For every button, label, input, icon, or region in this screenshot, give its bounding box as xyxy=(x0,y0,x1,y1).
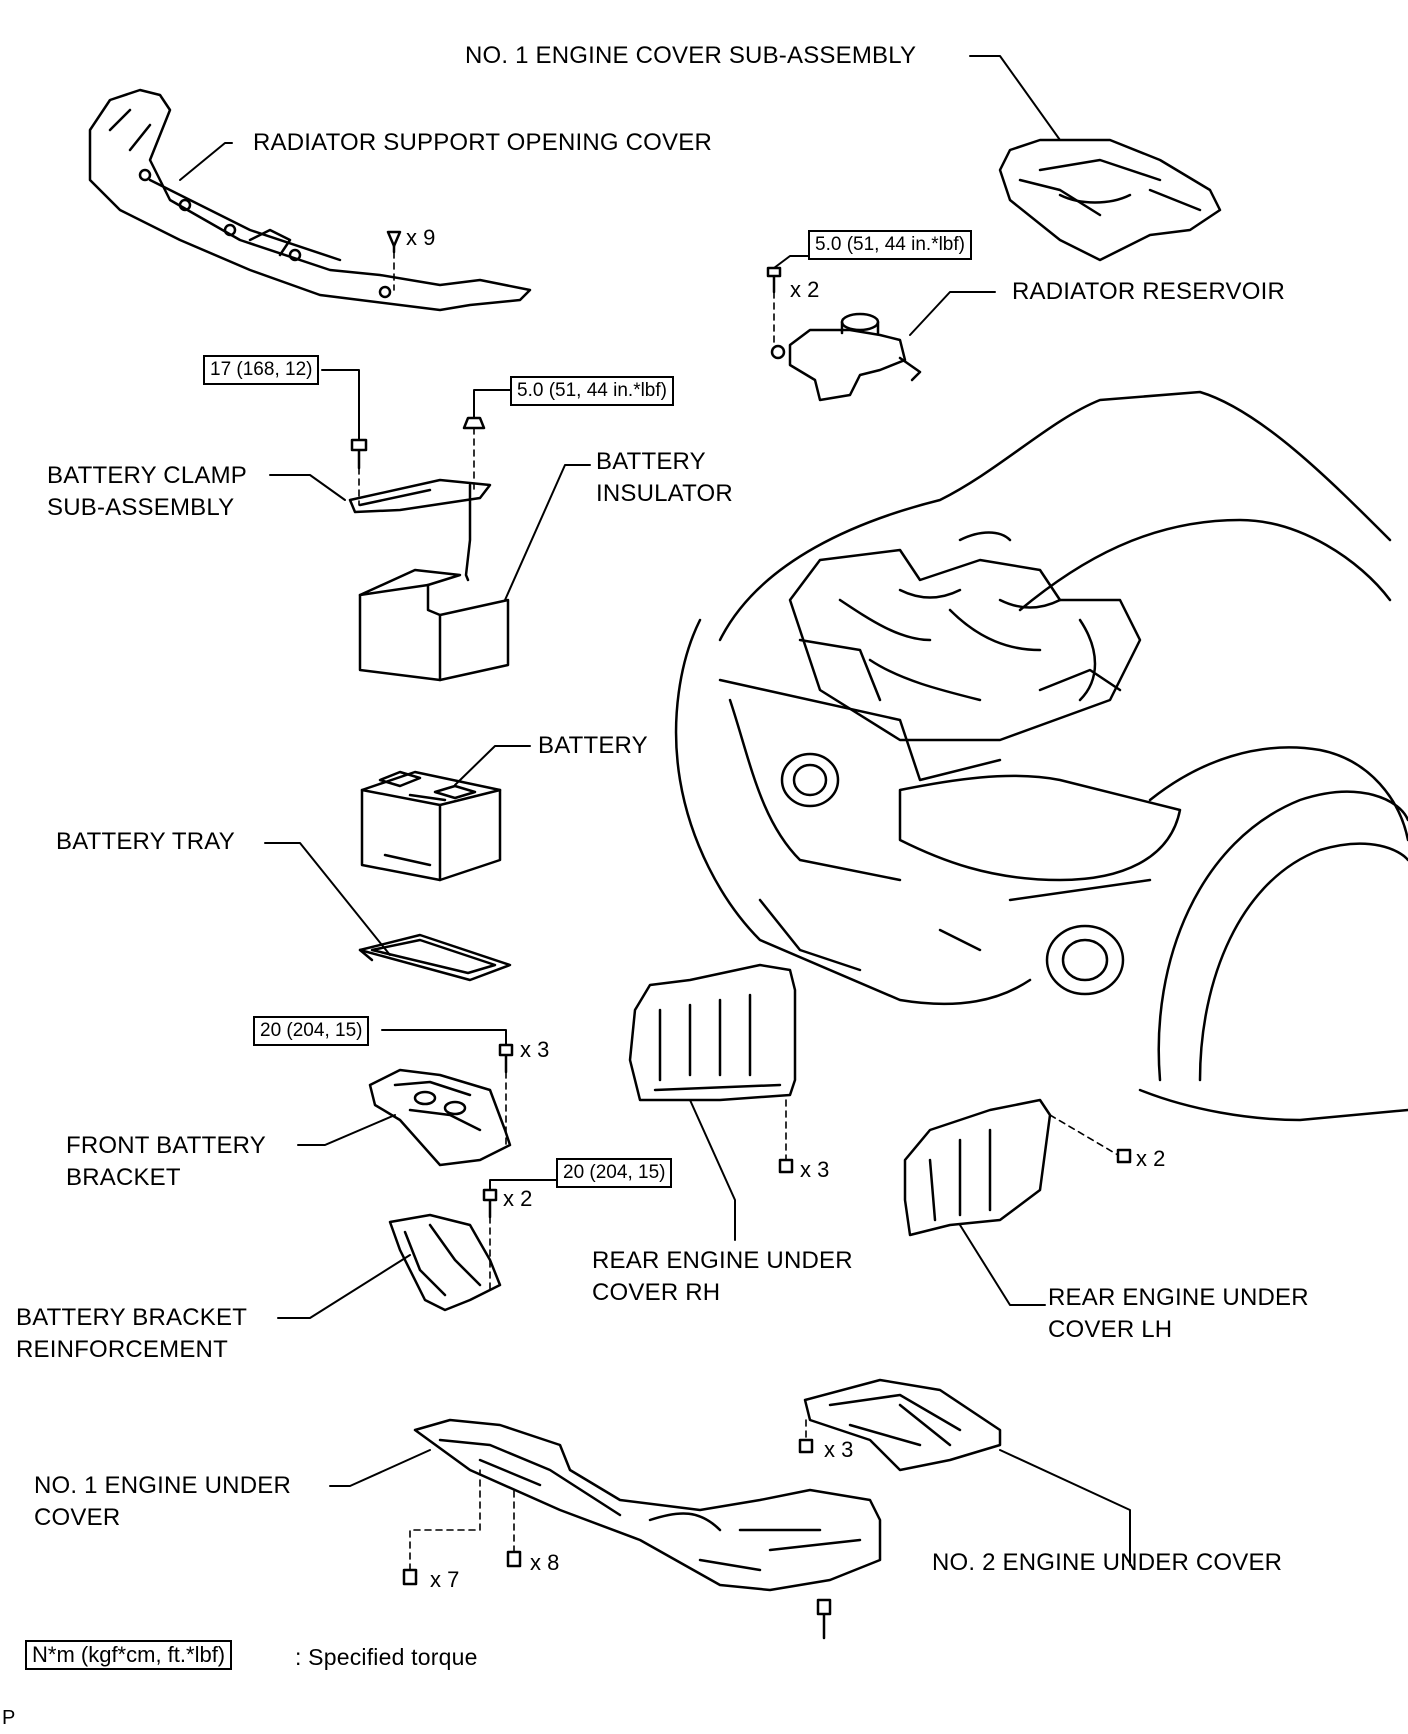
qty-rear-lh-bolts: x 2 xyxy=(1136,1146,1166,1171)
qty-no2-under-bolts: x 3 xyxy=(824,1437,854,1462)
bolt-icon xyxy=(816,1598,832,1640)
bolt-icon xyxy=(766,266,782,294)
label-rear-engine-under-cover-rh: REAR ENGINE UNDER COVER RH xyxy=(592,1247,853,1306)
rear-engine-under-cover-rh-part xyxy=(628,963,797,1102)
radiator-reservoir-part xyxy=(770,312,922,402)
legend-text: : Specified torque xyxy=(295,1644,478,1670)
label-no1-engine-under-cover: NO. 1 ENGINE UNDER COVER xyxy=(34,1472,291,1531)
torque-box-reinforcement: 20 (204, 15) xyxy=(556,1158,673,1188)
torque-box-front-bracket: 20 (204, 15) xyxy=(253,1016,370,1046)
label-rear-engine-under-cover-lh: REAR ENGINE UNDER COVER LH xyxy=(1048,1284,1309,1343)
qty-radiator-cover-clips: x 9 xyxy=(406,225,436,250)
qty-no1-under-bolts-b: x 8 xyxy=(530,1550,560,1575)
label-no1-engine-cover: NO. 1 ENGINE COVER SUB-ASSEMBLY xyxy=(465,42,917,69)
bolt-icon xyxy=(1116,1148,1132,1164)
label-radiator-reservoir: RADIATOR RESERVOIR xyxy=(1012,278,1285,305)
bolt-icon xyxy=(350,438,368,470)
vehicle-front-illustration xyxy=(674,390,1408,1122)
nut-icon xyxy=(462,416,486,430)
install-dashed-lines xyxy=(358,251,1119,1571)
qty-no1-under-bolts-a: x 7 xyxy=(430,1567,460,1592)
fastener-icons xyxy=(350,230,1132,1640)
battery-bracket-reinforcement-part xyxy=(388,1213,502,1312)
label-front-battery-bracket: FRONT BATTERY BRACKET xyxy=(66,1132,266,1191)
leader-lines xyxy=(179,55,1131,1566)
engine-cover-part xyxy=(998,138,1222,262)
battery-clamp-part xyxy=(348,478,492,582)
no2-engine-under-cover-part xyxy=(803,1378,1002,1472)
bolt-icon xyxy=(498,1043,514,1074)
no1-engine-under-cover-part xyxy=(413,1418,882,1592)
bolt-icon xyxy=(778,1158,794,1174)
label-battery-bracket-reinforcement: BATTERY BRACKET REINFORCEMENT xyxy=(16,1304,248,1363)
label-battery-tray: BATTERY TRAY xyxy=(56,828,235,855)
bolt-icon xyxy=(402,1568,418,1586)
label-no2-engine-under-cover: NO. 2 ENGINE UNDER COVER xyxy=(932,1549,1283,1576)
front-battery-bracket-part xyxy=(368,1068,512,1167)
qty-reinforcement-bolts: x 2 xyxy=(503,1186,533,1211)
label-battery-insulator: BATTERY INSULATOR xyxy=(596,448,733,507)
qty-reservoir-bolts: x 2 xyxy=(790,277,820,302)
figure-code: P xyxy=(2,1707,16,1729)
torque-box-clamp-left: 17 (168, 12) xyxy=(203,355,320,385)
bolt-icon xyxy=(482,1188,498,1219)
label-radiator-support-cover: RADIATOR SUPPORT OPENING COVER xyxy=(253,129,712,156)
battery-part xyxy=(360,770,502,882)
qty-rear-rh-bolts: x 3 xyxy=(800,1157,830,1182)
battery-tray-part xyxy=(358,933,512,982)
clip-icon xyxy=(386,230,402,254)
torque-box-clamp-right: 5.0 (51, 44 in.*lbf) xyxy=(510,376,674,406)
bolt-icon xyxy=(506,1550,522,1568)
radiator-support-cover-part xyxy=(88,88,532,312)
bolt-icon xyxy=(798,1438,814,1454)
battery-insulator-part xyxy=(358,568,510,682)
rear-engine-under-cover-lh-part xyxy=(903,1098,1052,1237)
label-battery-clamp: BATTERY CLAMP SUB-ASSEMBLY xyxy=(47,462,247,521)
qty-front-bracket-bolts: x 3 xyxy=(520,1037,550,1062)
torque-box-reservoir: 5.0 (51, 44 in.*lbf) xyxy=(808,230,972,260)
legend-torque-box: N*m (kgf*cm, ft.*lbf) xyxy=(25,1640,233,1670)
label-battery: BATTERY xyxy=(538,732,648,759)
